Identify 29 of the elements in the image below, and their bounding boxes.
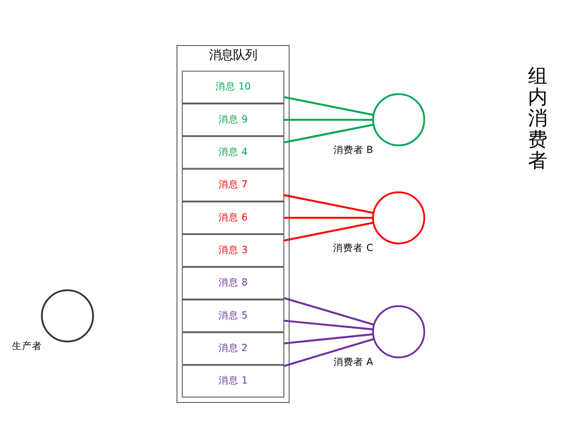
connector xyxy=(284,297,374,326)
node-box: 消息 10 xyxy=(182,70,284,104)
connector xyxy=(284,118,373,121)
connector xyxy=(284,124,374,144)
node-circle xyxy=(372,191,426,244)
connector xyxy=(284,216,373,219)
node-box: 消息 8 xyxy=(182,266,284,300)
node-box: 消息 7 xyxy=(182,168,284,202)
connector xyxy=(284,96,374,116)
label: 组内消费者 xyxy=(528,64,547,172)
connector xyxy=(284,194,374,214)
connector xyxy=(284,222,374,242)
node-box: 消息 3 xyxy=(182,234,284,267)
connector xyxy=(284,333,374,344)
node-box: 消息 6 xyxy=(182,201,284,234)
connector xyxy=(284,338,374,368)
node-box: 消息 5 xyxy=(182,300,284,332)
node-label: 消费者 B xyxy=(333,145,374,156)
node-circle xyxy=(372,305,426,358)
node-label: 消费者 A xyxy=(333,357,374,368)
node-box: 消息 9 xyxy=(182,103,284,136)
node-circle xyxy=(40,289,94,342)
node-box: 消息 2 xyxy=(182,332,284,365)
node-label: 消费者 C xyxy=(333,243,374,254)
node-label: 生产者 xyxy=(12,341,42,352)
connector xyxy=(284,320,374,330)
node-box: 消息 1 xyxy=(182,364,284,398)
node-circle xyxy=(372,93,426,146)
node-box: 消息 4 xyxy=(182,136,284,169)
